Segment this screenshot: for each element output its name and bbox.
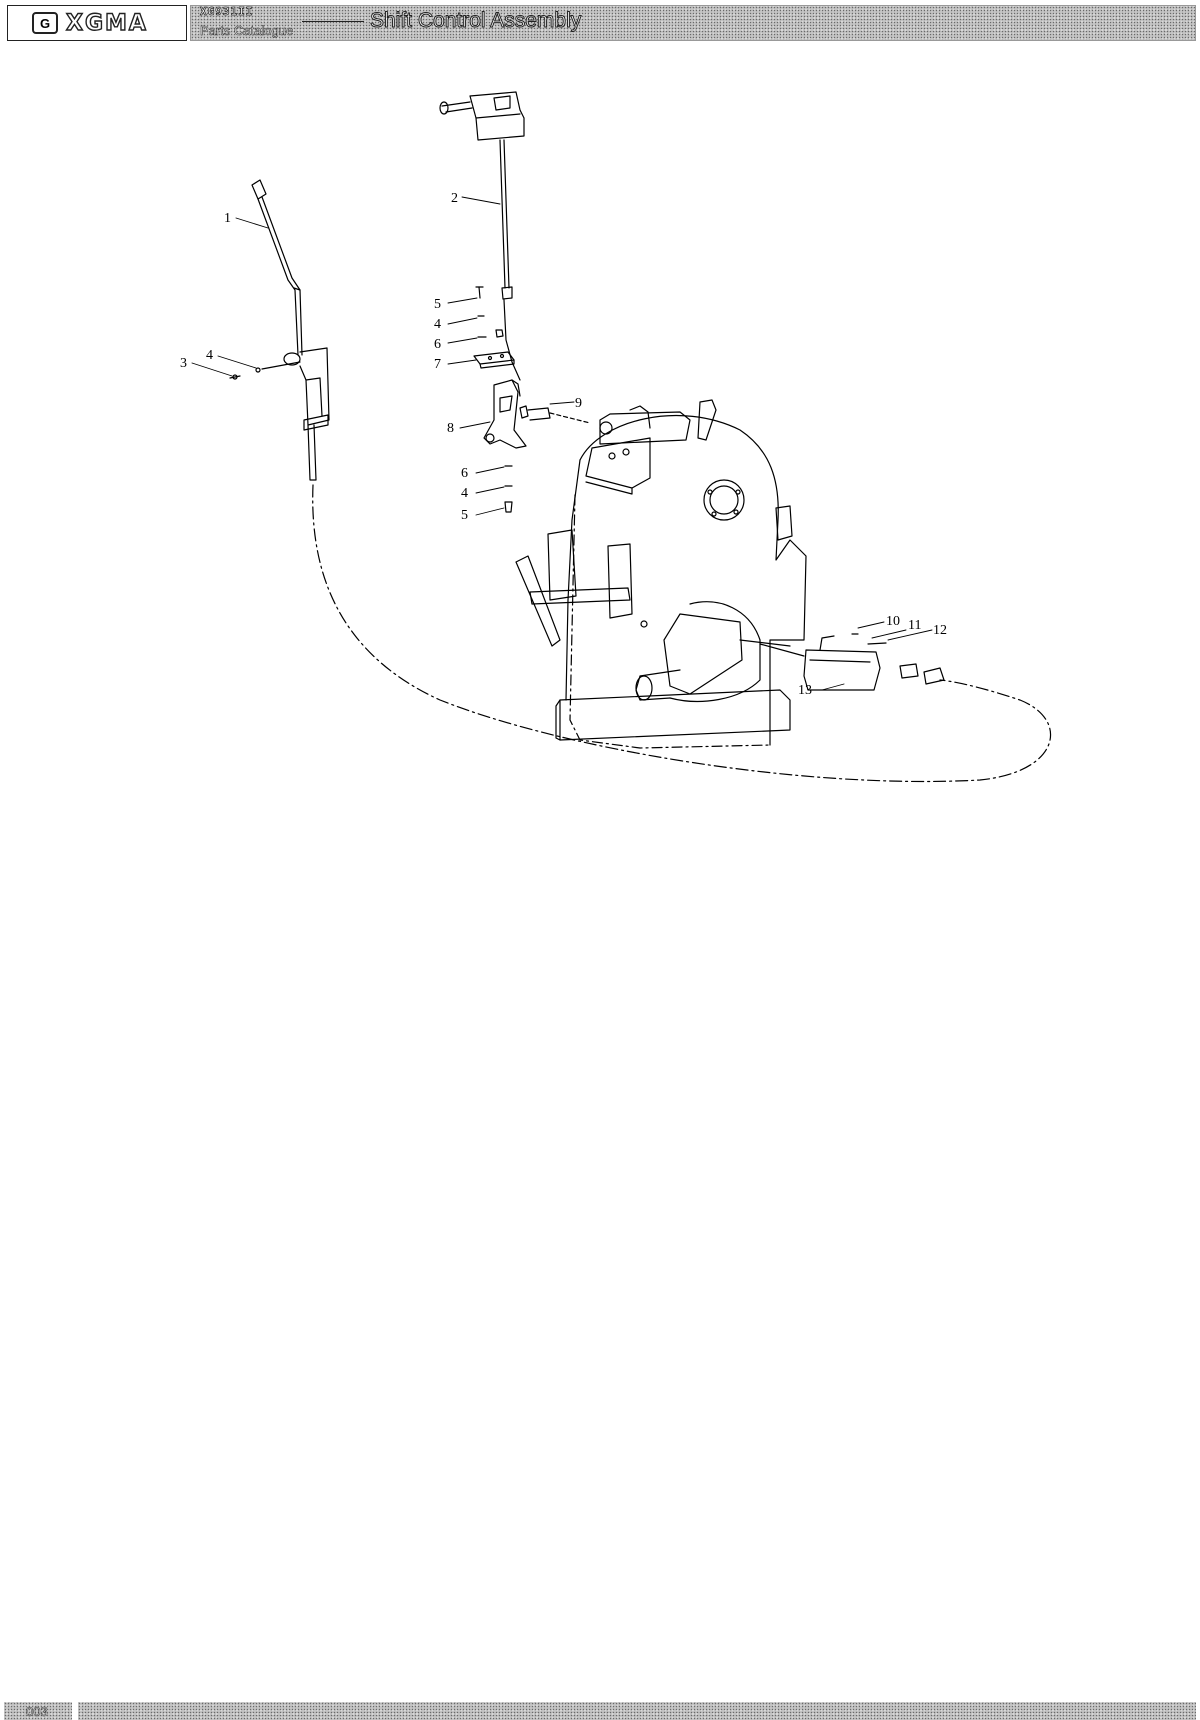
callout-12: 12 xyxy=(933,623,947,638)
header-bar: G XGMA XG931II Parts Catalogue Shift Con… xyxy=(0,0,1200,44)
upper-fasteners xyxy=(475,286,504,338)
catalogue-label: Parts Catalogue xyxy=(200,23,294,39)
brand-logo: G XGMA xyxy=(7,5,187,41)
callout-7: 7 xyxy=(434,357,441,372)
callout-4-lower: 4 xyxy=(461,486,468,501)
callout-4-lever: 4 xyxy=(206,348,213,363)
cable-connector xyxy=(519,405,591,424)
logo-mark-icon: G xyxy=(32,12,58,34)
leader-lines xyxy=(191,196,933,691)
header-band xyxy=(190,5,1196,41)
callout-5-lower: 5 xyxy=(461,508,468,523)
exploded-view-drawing: 1 2 3 4 5 4 6 7 8 9 6 4 5 10 11 12 13 xyxy=(180,91,1052,783)
transmission-hidden-outline xyxy=(569,494,771,749)
shift-control-valve xyxy=(439,91,525,381)
mounting-plate xyxy=(473,351,515,369)
footer-bar: 003 xyxy=(0,850,1200,1720)
callout-6-lower: 6 xyxy=(461,466,468,481)
callout-3: 3 xyxy=(180,356,187,371)
callout-8: 8 xyxy=(447,421,454,436)
callout-4-upper: 4 xyxy=(434,317,441,332)
model-code: XG931II xyxy=(200,5,254,19)
callout-5-upper: 5 xyxy=(434,297,441,312)
footer-band xyxy=(78,1702,1196,1720)
callout-6-upper: 6 xyxy=(434,337,441,352)
lever-bracket xyxy=(229,347,330,481)
callout-2: 2 xyxy=(451,191,458,206)
shift-arm-bracket xyxy=(483,379,527,449)
callout-9: 9 xyxy=(575,396,582,411)
brand-name: XGMA xyxy=(65,10,148,36)
transmission-housing xyxy=(515,399,807,746)
page-number: 003 xyxy=(26,1703,48,1719)
callout-13: 13 xyxy=(798,683,812,698)
lower-cable-bracket xyxy=(759,633,945,691)
lower-fasteners xyxy=(504,465,513,513)
page-number-box: 003 xyxy=(4,1702,72,1720)
gear-shift-lever xyxy=(251,179,303,356)
callout-11: 11 xyxy=(908,618,921,633)
callout-1: 1 xyxy=(224,211,231,226)
page-title: Shift Control Assembly xyxy=(369,9,582,33)
shift-cable-route xyxy=(312,484,1052,783)
callout-10: 10 xyxy=(886,614,900,629)
header-divider xyxy=(302,21,364,22)
